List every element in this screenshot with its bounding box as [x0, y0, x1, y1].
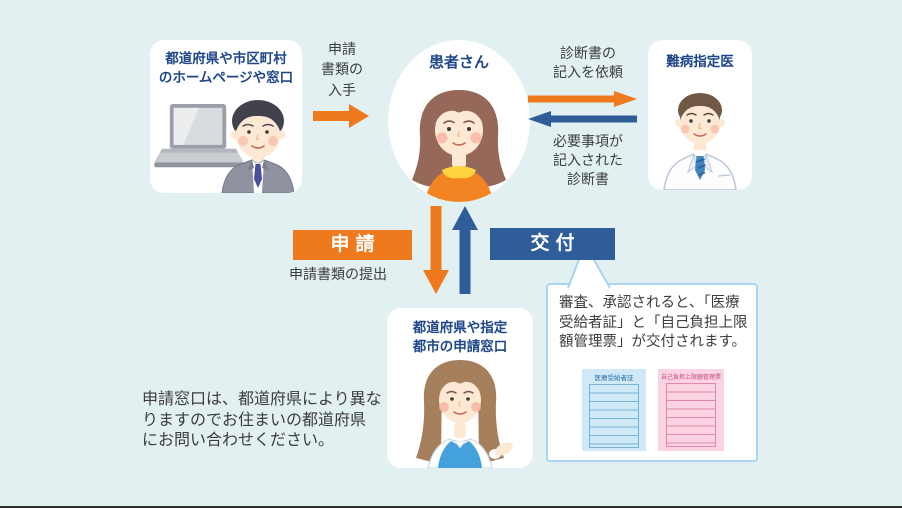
application-window-title-line1: 都道府県や指定 — [412, 320, 508, 335]
contact-note-line3: にお問い合わせください。 — [142, 432, 335, 449]
patient-circle: 患者さん — [388, 40, 530, 202]
request-line1: 診断書の — [560, 45, 616, 61]
application-window-card: 都道府県や指定 都市の申請窓口 — [387, 308, 533, 468]
copay-ledger-document: 自己負担上限額管理票 — [658, 369, 724, 451]
receive-line2: 記入された — [553, 151, 623, 168]
callout-line3: 額管理票」が交付されます。 — [559, 334, 747, 350]
obtain-documents-label: 申請 書類の 入手 — [311, 39, 373, 100]
official-man-illustration — [221, 100, 295, 193]
source-office-title-line2: のホームページや窓口 — [158, 69, 294, 85]
application-window-title: 都道府県や指定 都市の申請窓口 — [387, 308, 533, 357]
doctor-illustration — [663, 93, 737, 190]
receive-diagnosis-label: 必要事項が 記入された 診断書 — [536, 132, 640, 189]
obtain-line3: 入手 — [328, 81, 356, 98]
receive-line3: 診断書 — [567, 170, 609, 187]
application-window-title-line2: 都市の申請窓口 — [412, 338, 508, 354]
bottom-edge-line — [0, 506, 902, 508]
grant-badge: 交付 — [490, 228, 615, 260]
source-office-title-line1: 都道府県や市区町村 — [165, 51, 287, 66]
medical-certificate-table — [589, 384, 639, 448]
designated-doctor-title: 難病指定医 — [666, 54, 734, 69]
request-diagnosis-label: 診断書の 記入を依頼 — [536, 44, 640, 82]
grant-callout-text: 審査、承認されると、「医療 受給者証」と「自己負担上限 額管理票」が交付されます… — [559, 294, 756, 353]
receptionist-illustration — [416, 360, 513, 468]
contact-note-line1: 申請窓口は、都道府県により異な — [142, 391, 382, 408]
callout-line1: 審査、承認されると、「医療 — [559, 295, 740, 311]
apply-badge: 申請 — [293, 230, 412, 260]
obtain-line1: 申請 — [328, 41, 356, 57]
medical-certificate-document: 医療受給者証 — [582, 369, 646, 451]
medical-certificate-title: 医療受給者証 — [594, 375, 634, 382]
patient-illustration — [412, 90, 506, 202]
copay-ledger-title: 自己負担上限額管理票 — [660, 375, 721, 381]
designated-doctor-card: 難病指定医 — [648, 40, 752, 190]
obtain-arrow-right-icon — [313, 104, 369, 128]
apply-arrow-down-icon — [423, 206, 449, 294]
laptop-icon — [154, 104, 244, 168]
request-line2: 記入を依頼 — [553, 63, 623, 80]
patient-label: 患者さん — [428, 54, 489, 71]
source-office-card: 都道府県や市区町村 のホームページや窓口 — [150, 40, 302, 193]
receive-arrow-left-icon — [528, 111, 637, 127]
grant-arrow-up-icon — [452, 206, 478, 294]
request-arrow-right-icon — [528, 91, 637, 107]
grant-callout-box: 審査、承認されると、「医療 受給者証」と「自己負担上限 額管理票」が交付されます… — [546, 283, 758, 462]
callout-line2: 受給者証」と「自己負担上限 — [559, 314, 748, 331]
receive-line1: 必要事項が — [553, 133, 623, 149]
contact-note: 申請窓口は、都道府県により異な りますのでお住まいの都道府県 にお問い合わせくだ… — [142, 390, 404, 452]
apply-caption: 申請書類の提出 — [289, 266, 387, 282]
obtain-line2: 書類の — [321, 61, 363, 78]
copay-ledger-table — [666, 383, 716, 447]
contact-note-line2: りますのでお住まいの都道府県 — [142, 411, 367, 429]
source-office-title: 都道府県や市区町村 のホームページや窓口 — [150, 40, 302, 88]
